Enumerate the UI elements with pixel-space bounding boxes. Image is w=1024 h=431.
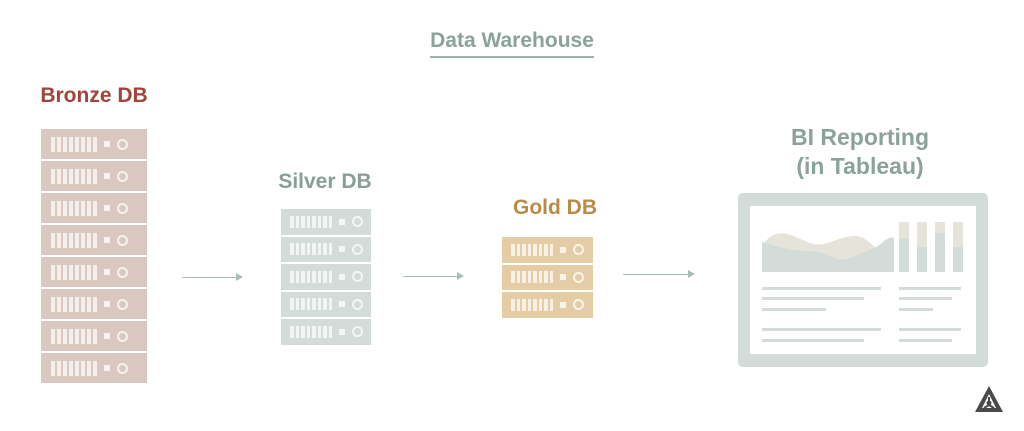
power-button-icon [117, 362, 128, 374]
status-led-icon [560, 301, 566, 308]
bronze-db-label: Bronze DB [40, 84, 148, 107]
bronze-db-rack [41, 129, 147, 383]
dashboard-illustration [762, 222, 963, 342]
power-button-icon [117, 266, 128, 278]
area-chart-front [762, 237, 894, 272]
arrowhead-icon [236, 273, 243, 281]
dashboard-screen [750, 206, 976, 354]
drive-slots-icon [511, 271, 553, 284]
arrow-bronze-to-silver [182, 273, 243, 281]
power-button-icon [117, 330, 128, 342]
rack-unit [281, 319, 371, 345]
status-led-icon [104, 205, 110, 211]
drive-slots-icon [290, 215, 332, 228]
status-led-icon [339, 273, 345, 280]
drive-slots-icon [51, 200, 97, 216]
status-led-icon [339, 246, 345, 253]
power-button-icon [117, 170, 128, 182]
bar-4 [953, 247, 963, 272]
power-button-icon [352, 243, 363, 255]
rack-unit [41, 321, 147, 351]
arrowhead-icon [688, 270, 695, 278]
drive-slots-icon [51, 168, 97, 184]
power-button-icon [117, 234, 128, 246]
silver-db-rack [281, 209, 371, 345]
power-button-icon [573, 299, 584, 311]
power-button-icon [352, 216, 363, 228]
drive-slots-icon [511, 243, 553, 256]
power-button-icon [573, 244, 584, 256]
power-button-icon [352, 298, 363, 310]
rack-unit [281, 291, 371, 317]
drive-slots-icon [51, 136, 97, 152]
arrowhead-icon [457, 272, 464, 280]
rack-unit [41, 225, 147, 255]
power-button-icon [352, 271, 363, 283]
drive-slots-icon [511, 298, 553, 311]
bar-chart [899, 222, 963, 272]
text-lines [762, 287, 961, 342]
bar-2 [917, 247, 927, 272]
rack-unit [41, 257, 147, 287]
bar-3 [935, 233, 945, 272]
rack-unit [41, 353, 147, 383]
drive-slots-icon [51, 296, 97, 312]
drive-slots-icon [290, 243, 332, 256]
rack-unit [502, 237, 593, 263]
status-led-icon [339, 328, 345, 335]
bi-reporting-label: BI Reporting (in Tableau) [791, 124, 929, 179]
drive-slots-icon [51, 264, 97, 280]
drive-slots-icon [51, 328, 97, 344]
status-led-icon [560, 246, 566, 253]
power-button-icon [573, 271, 584, 283]
diagram-title: Data Warehouse [0, 29, 1024, 58]
status-led-icon [104, 141, 110, 147]
rack-unit [41, 193, 147, 223]
drive-slots-icon [290, 298, 332, 311]
rack-unit [41, 289, 147, 319]
arrow-gold-to-bi [623, 270, 695, 278]
rack-unit [502, 264, 593, 290]
bar-1 [899, 239, 909, 272]
power-button-icon [117, 138, 128, 150]
drive-slots-icon [290, 270, 332, 283]
silver-db-label: Silver DB [278, 170, 372, 193]
rack-unit [281, 236, 371, 262]
triangle-logo-icon [974, 385, 1004, 413]
bar-4-top [953, 222, 963, 247]
drive-slots-icon [290, 325, 332, 338]
power-button-icon [117, 298, 128, 310]
bar-2-top [917, 222, 927, 247]
status-led-icon [104, 301, 110, 307]
rack-unit [281, 264, 371, 290]
status-led-icon [339, 301, 345, 308]
gold-db-rack [502, 237, 593, 318]
status-led-icon [560, 274, 566, 281]
gold-db-label: Gold DB [513, 196, 597, 219]
rack-unit [41, 161, 147, 191]
status-led-icon [104, 173, 110, 179]
arrow-silver-to-gold [403, 272, 464, 280]
status-led-icon [104, 365, 110, 371]
status-led-icon [339, 218, 345, 225]
status-led-icon [104, 237, 110, 243]
drive-slots-icon [51, 232, 97, 248]
drive-slots-icon [51, 360, 97, 376]
bar-3-top [935, 222, 945, 233]
power-button-icon [117, 202, 128, 214]
status-led-icon [104, 333, 110, 339]
rack-unit [281, 209, 371, 235]
rack-unit [41, 129, 147, 159]
bar-1-top [899, 222, 909, 239]
status-led-icon [104, 269, 110, 275]
rack-unit [502, 292, 593, 318]
bi-dashboard-icon [738, 193, 988, 367]
power-button-icon [352, 326, 363, 338]
